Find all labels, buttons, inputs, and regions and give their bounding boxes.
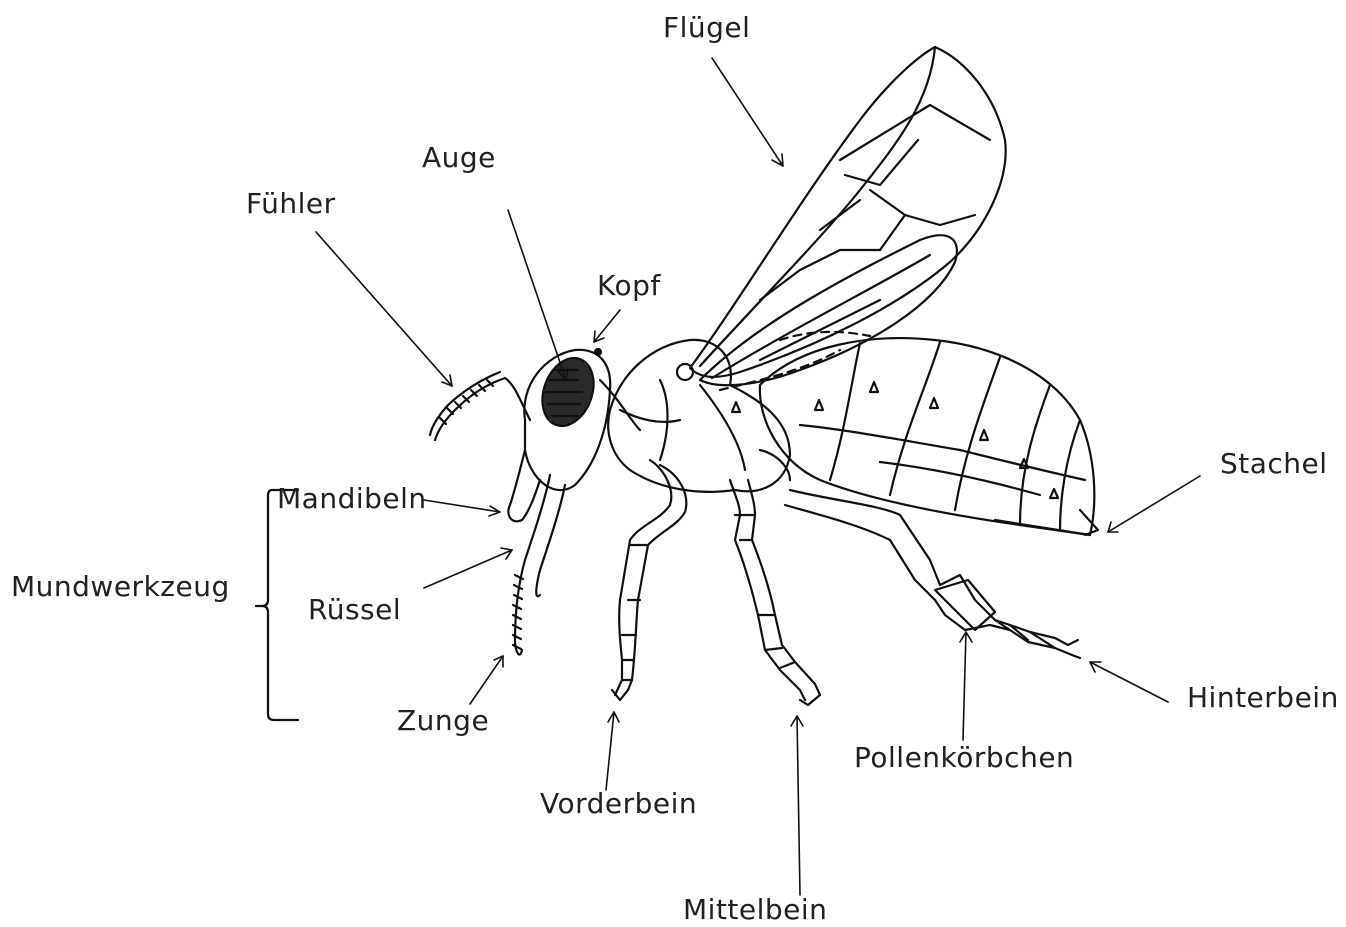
arrow-mittelbein xyxy=(791,716,803,895)
hind-leg xyxy=(785,490,1080,658)
mundwerkzeug-bracket xyxy=(256,490,298,720)
abdomen xyxy=(720,332,1094,535)
arrow-fuehler xyxy=(316,232,452,386)
mouthparts xyxy=(508,450,565,655)
antenna xyxy=(430,372,530,440)
stinger xyxy=(1080,510,1098,535)
arrow-mandibeln xyxy=(424,500,500,516)
arrow-pollenkoerbchen xyxy=(960,632,972,740)
arrow-vorderbein xyxy=(606,712,619,790)
arrow-kopf xyxy=(594,310,620,342)
arrow-stachel xyxy=(1108,476,1200,532)
middle-leg xyxy=(730,480,820,705)
label-kopf: Kopf xyxy=(597,272,661,300)
label-vorderbein: Vorderbein xyxy=(540,790,697,818)
label-hinterbein: Hinterbein xyxy=(1187,684,1339,712)
label-mundwerkzeug: Mundwerkzeug xyxy=(11,573,230,601)
arrow-zunge xyxy=(470,656,503,704)
arrow-ruessel xyxy=(424,548,512,588)
label-mandibeln: Mandibeln xyxy=(277,485,427,513)
label-fuehler: Fühler xyxy=(246,190,336,218)
label-ruessel: Rüssel xyxy=(308,596,401,624)
label-mittelbein: Mittelbein xyxy=(683,896,827,924)
front-leg xyxy=(612,460,686,700)
label-zunge: Zunge xyxy=(397,707,489,735)
head xyxy=(524,349,640,490)
arrow-fluegel xyxy=(712,58,783,166)
label-pollenkoerbchen: Pollenkörbchen xyxy=(854,744,1074,772)
label-stachel: Stachel xyxy=(1220,450,1328,478)
hindwing xyxy=(700,235,957,385)
label-fluegel: Flügel xyxy=(663,14,750,42)
arrow-hinterbein xyxy=(1090,662,1168,702)
label-auge: Auge xyxy=(422,144,496,172)
